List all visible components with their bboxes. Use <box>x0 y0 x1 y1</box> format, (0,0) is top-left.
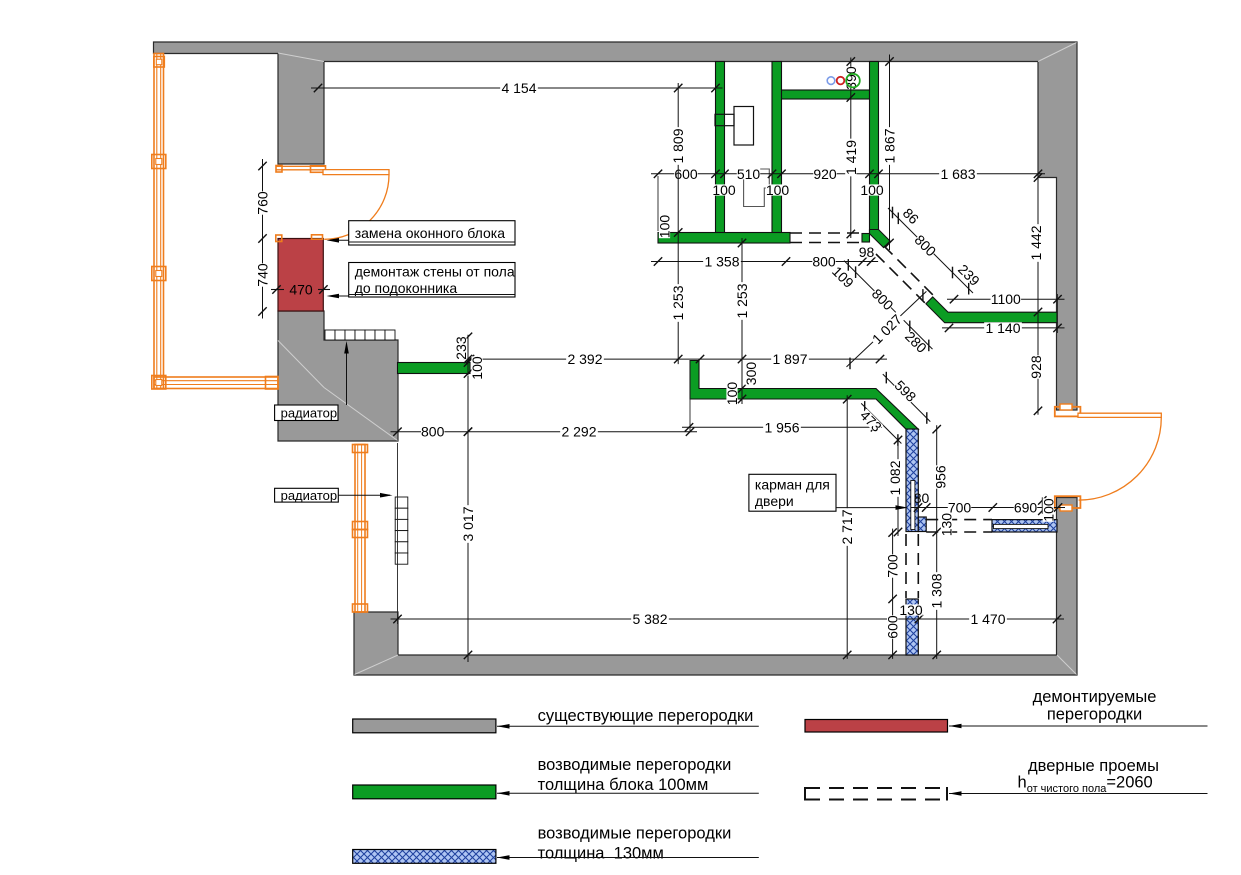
svg-text:760: 760 <box>255 191 271 215</box>
svg-text:1100: 1100 <box>991 291 1021 307</box>
svg-text:возводимые перегородки: возводимые перегородки <box>538 756 732 774</box>
svg-text:2 717: 2 717 <box>839 509 855 544</box>
svg-text:возводимые перегородки: возводимые перегородки <box>538 825 732 843</box>
svg-text:510: 510 <box>737 166 761 182</box>
svg-text:1 683: 1 683 <box>940 166 975 182</box>
svg-text:100: 100 <box>657 215 673 239</box>
svg-text:hот чистого пола=2060: hот чистого пола=2060 <box>1018 774 1153 796</box>
svg-text:толщина 130мм: толщина 130мм <box>538 845 664 863</box>
svg-text:карман для: карман для <box>755 476 830 492</box>
svg-text:100: 100 <box>469 356 485 380</box>
svg-text:100: 100 <box>766 182 790 198</box>
svg-text:100: 100 <box>724 382 740 406</box>
svg-text:перегородки: перегородки <box>1047 706 1142 724</box>
svg-text:1 897: 1 897 <box>772 351 807 367</box>
svg-text:радиатор: радиатор <box>281 405 338 420</box>
svg-text:1 956: 1 956 <box>764 419 799 435</box>
svg-text:двери: двери <box>755 493 794 509</box>
svg-text:233: 233 <box>453 336 469 360</box>
svg-text:1 470: 1 470 <box>970 611 1005 627</box>
svg-text:700: 700 <box>885 554 901 578</box>
svg-text:239: 239 <box>955 261 983 289</box>
svg-text:1 140: 1 140 <box>985 320 1020 336</box>
svg-text:100: 100 <box>860 182 884 198</box>
svg-text:3 017: 3 017 <box>460 506 476 541</box>
svg-text:130: 130 <box>899 602 923 618</box>
svg-text:1 419: 1 419 <box>843 140 859 175</box>
svg-text:800: 800 <box>421 424 445 440</box>
svg-text:98: 98 <box>859 244 875 260</box>
svg-text:дверные проемы: дверные проемы <box>1028 757 1159 775</box>
svg-text:до подоконника: до подоконника <box>355 280 458 296</box>
svg-text:5 382: 5 382 <box>632 611 667 627</box>
svg-text:700: 700 <box>948 500 972 516</box>
svg-text:1 809: 1 809 <box>670 128 686 163</box>
svg-text:80: 80 <box>914 490 930 506</box>
svg-text:280: 280 <box>902 328 930 356</box>
svg-text:928: 928 <box>1028 355 1044 379</box>
svg-text:598: 598 <box>892 377 920 405</box>
svg-text:600: 600 <box>674 166 698 182</box>
svg-text:690: 690 <box>1014 500 1038 516</box>
svg-text:толщина блока 100мм: толщина блока 100мм <box>538 776 709 794</box>
svg-text:1 358: 1 358 <box>704 254 739 270</box>
svg-text:470: 470 <box>289 282 313 298</box>
svg-text:1 308: 1 308 <box>929 573 945 608</box>
svg-text:2 392: 2 392 <box>567 351 602 367</box>
svg-text:130: 130 <box>939 513 955 537</box>
svg-text:1 082: 1 082 <box>887 460 903 495</box>
svg-text:демонтируемые: демонтируемые <box>1033 688 1157 706</box>
svg-text:существующие перегородки: существующие перегородки <box>538 707 754 725</box>
svg-text:100: 100 <box>1040 498 1056 522</box>
svg-text:радиатор: радиатор <box>281 488 338 503</box>
svg-text:740: 740 <box>255 263 271 287</box>
svg-text:600: 600 <box>885 615 901 639</box>
svg-text:4 154: 4 154 <box>501 80 536 96</box>
svg-text:86: 86 <box>900 205 922 227</box>
svg-text:300: 300 <box>743 362 759 386</box>
svg-text:956: 956 <box>933 465 949 489</box>
svg-text:1 253: 1 253 <box>734 283 750 318</box>
svg-text:920: 920 <box>813 166 837 182</box>
svg-text:800: 800 <box>812 254 836 270</box>
svg-text:100: 100 <box>712 182 736 198</box>
svg-text:демонтаж стены от пола: демонтаж стены от пола <box>355 263 515 279</box>
svg-text:1 867: 1 867 <box>882 128 898 163</box>
svg-text:замена оконного блока: замена оконного блока <box>355 225 506 241</box>
svg-text:473: 473 <box>857 407 885 435</box>
svg-text:1 442: 1 442 <box>1028 225 1044 260</box>
svg-text:1 253: 1 253 <box>670 285 686 320</box>
svg-text:2 292: 2 292 <box>561 424 596 440</box>
